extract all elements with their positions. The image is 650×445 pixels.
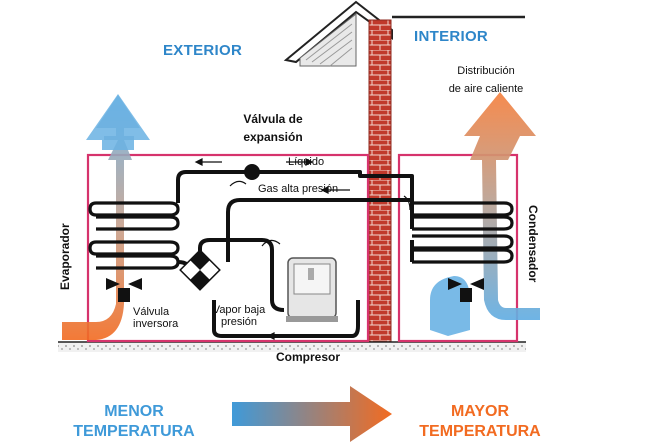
low-pressure-vapor-line-1: Vapor baja [212, 304, 266, 316]
hot-air-distribution-label: Distribución de aire caliente [436, 62, 536, 98]
indoor-fan [448, 278, 484, 302]
low-temperature-line-1: MENOR [104, 403, 164, 420]
low-temperature-label: MENOR TEMPERATURA [62, 402, 206, 442]
liquid-line-label: Líquido [288, 156, 325, 168]
expansion-valve-line-1: Válvula de [243, 112, 303, 126]
expansion-valve [244, 164, 260, 180]
indoor-unit-casing [397, 153, 519, 343]
low-pressure-vapor-line-2: presión [220, 316, 258, 328]
condenser-label: Condensador [526, 205, 540, 283]
outdoor-unit-casing [86, 153, 370, 343]
exterior-label: EXTERIOR [163, 42, 243, 59]
flow-arrows [194, 158, 411, 340]
temperature-gradient-arrow [232, 386, 392, 442]
evaporator-label: Evaporador [58, 223, 72, 290]
expansion-valve-line-2: expansión [243, 130, 303, 144]
evaporator-coil [88, 201, 180, 270]
reversing-valve-label: Válvula inversora [133, 306, 178, 330]
brick-wall [368, 19, 392, 346]
reversing-valve [179, 249, 221, 291]
low-temperature-line-2: TEMPERATURA [73, 423, 195, 440]
house-roof [283, 0, 525, 67]
compressor-label: Compresor [276, 350, 341, 364]
ground [58, 342, 526, 352]
expansion-valve-label: Válvula de expansión [218, 110, 328, 146]
interior-label: INTERIOR [414, 28, 489, 45]
condenser-coil [412, 201, 514, 264]
hot-air-distribution-line-2: de aire caliente [448, 83, 524, 95]
compressor [286, 257, 338, 322]
low-pressure-vapor-label: Vapor baja presión [208, 304, 270, 328]
outdoor-fan [106, 278, 142, 302]
high-temperature-line-1: MAYOR [450, 403, 510, 420]
high-pressure-gas-label: Gas alta presión [258, 183, 339, 195]
hot-air-distribution-line-1: Distribución [457, 65, 515, 77]
reversing-valve-line-2: inversora [133, 318, 179, 330]
reversing-valve-line-1: Válvula [133, 306, 170, 318]
high-temperature-label: MAYOR TEMPERATURA [408, 402, 552, 442]
outdoor-airflow [62, 94, 150, 340]
high-temperature-line-2: TEMPERATURA [419, 423, 541, 440]
